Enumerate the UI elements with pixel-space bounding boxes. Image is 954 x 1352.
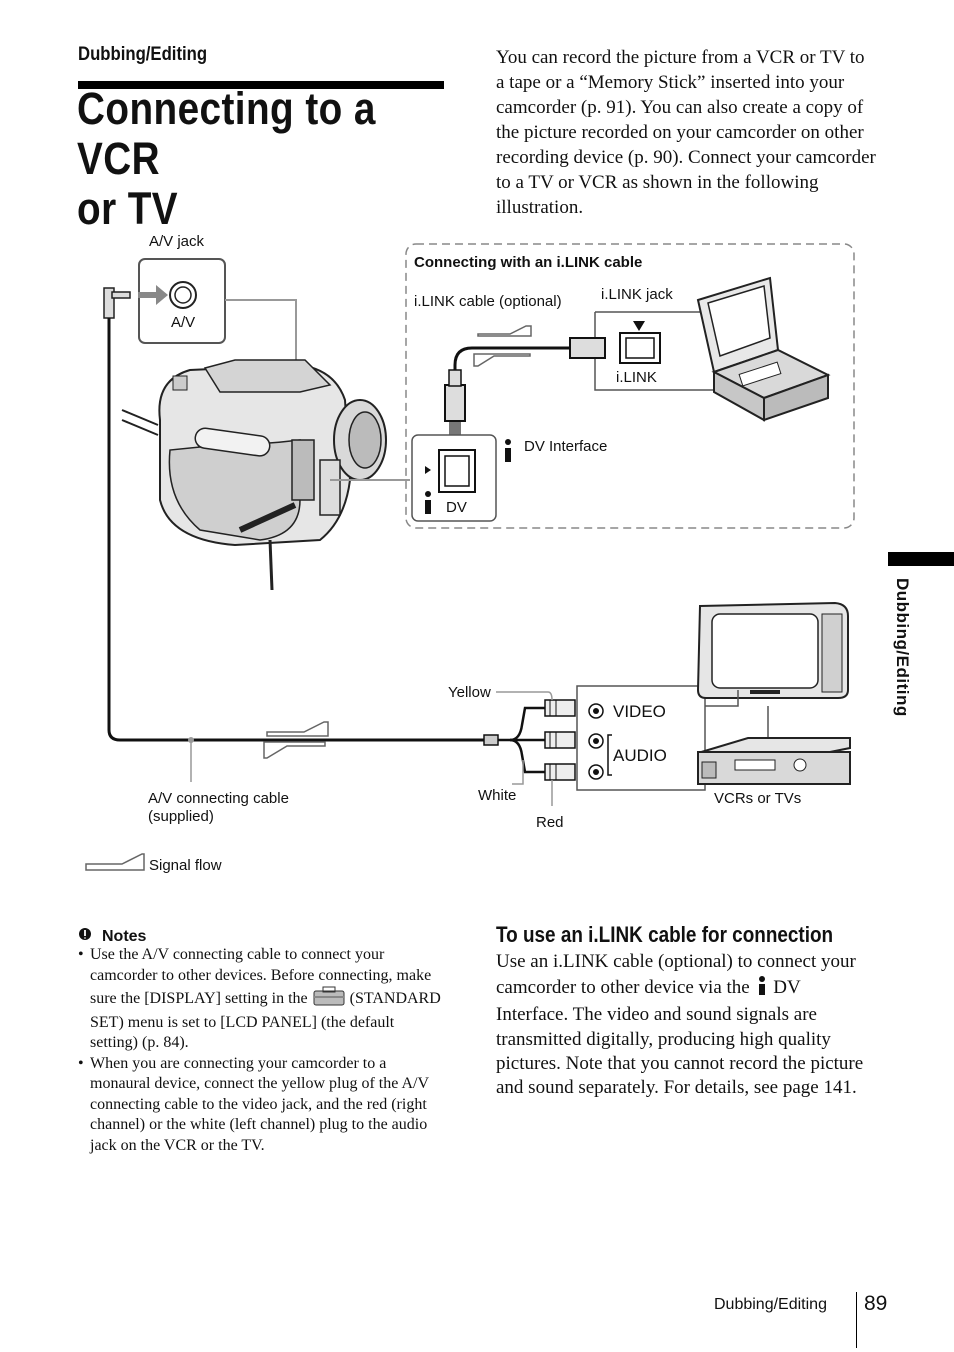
- ilink-section-heading: To use an i.LINK cable for connection: [496, 922, 834, 947]
- ilink-jack-label: i.LINK jack: [601, 286, 673, 303]
- ilink-body-part1: Use an i.LINK cable (optional) to connec…: [496, 951, 856, 999]
- tv-illustration: [696, 601, 849, 699]
- audio-jack-label: AUDIO: [613, 746, 667, 765]
- dv-interface-icon: [505, 439, 511, 462]
- signal-flow-label: Signal flow: [149, 857, 222, 874]
- footer-divider: [856, 1292, 857, 1348]
- red-label: Red: [536, 814, 564, 831]
- av-plug-arrow: [138, 285, 168, 305]
- video-jack-label: VIDEO: [613, 702, 666, 721]
- notes-heading: Notes: [78, 925, 146, 946]
- ilink-port-label: i.LINK: [616, 369, 657, 386]
- av-cable: [107, 318, 490, 742]
- av-signal-arrows: [263, 721, 329, 759]
- ilink-port-triangle: [633, 321, 645, 331]
- ilink-plug-top: [444, 384, 466, 422]
- ilink-section-box: [405, 243, 855, 529]
- red-plug: [544, 763, 576, 781]
- dv-deck-illustration: [696, 276, 831, 422]
- av-cable-label-line2: (supplied): [148, 808, 214, 825]
- vcr-illustration: [697, 737, 851, 785]
- ilink-cable-label: i.LINK cable (optional): [414, 293, 562, 310]
- dv-port-label: DV: [446, 499, 467, 516]
- av-cable-joint: [483, 734, 499, 746]
- page-title: Connecting to a VCR or TV: [77, 84, 438, 234]
- ilink-icon: [755, 974, 769, 1003]
- ilink-body-part2: DV Interface. The video and sound signal…: [496, 977, 864, 1099]
- side-tab-bar: [888, 552, 954, 566]
- dv-interface-label: DV Interface: [524, 438, 607, 455]
- signal-arrow-icon: [85, 853, 145, 871]
- yellow-plug: [544, 699, 576, 717]
- av-port-label: A/V: [171, 314, 195, 331]
- footer-section-label: Dubbing/Editing: [714, 1296, 827, 1313]
- section-label: Dubbing/Editing: [78, 44, 208, 65]
- intro-paragraph: You can record the picture from a VCR or…: [496, 47, 876, 218]
- notes-item-1-text: Use the A/V connecting cable to connect …: [90, 946, 432, 1007]
- ilink-plug-right: [569, 337, 606, 359]
- av-cable-label-line1: A/V connecting cable: [148, 790, 289, 807]
- ilink-section-body: Use an i.LINK cable (optional) to connec…: [496, 950, 870, 1100]
- camcorder-illustration: [121, 359, 387, 591]
- ilink-signal-arrows: [473, 325, 532, 367]
- notes-item-1-tail: (STANDARD SET) menu is set to [LCD PANEL…: [90, 989, 441, 1051]
- notes-list: Use the A/V connecting cable to connect …: [78, 945, 446, 1156]
- notes-item: Use the A/V connecting cable to connect …: [78, 945, 446, 1054]
- page-number: 89: [864, 1292, 888, 1315]
- white-plug: [544, 731, 576, 749]
- connection-diagram: A/V jack A/V Connecting with an i.LINK c…: [85, 233, 855, 874]
- ilink-icon: [425, 491, 431, 514]
- notes-icon: [78, 925, 94, 945]
- title-rule: [78, 81, 444, 89]
- ilink-box-title: Connecting with an i.LINK cable: [414, 254, 642, 271]
- side-tab-label: Dubbing/Editing: [893, 578, 912, 717]
- page-title-line1: Connecting to a VCR: [77, 83, 376, 184]
- page-title-line2: or TV: [77, 183, 179, 234]
- notes-heading-label: Notes: [102, 928, 147, 945]
- notes-item: When you are connecting your camcorder t…: [78, 1054, 446, 1157]
- toolbox-icon: [312, 986, 346, 1013]
- vcrs-tvs-label: VCRs or TVs: [714, 790, 801, 807]
- white-label: White: [478, 787, 516, 804]
- av-jack-label: A/V jack: [149, 233, 205, 250]
- yellow-label: Yellow: [448, 684, 491, 701]
